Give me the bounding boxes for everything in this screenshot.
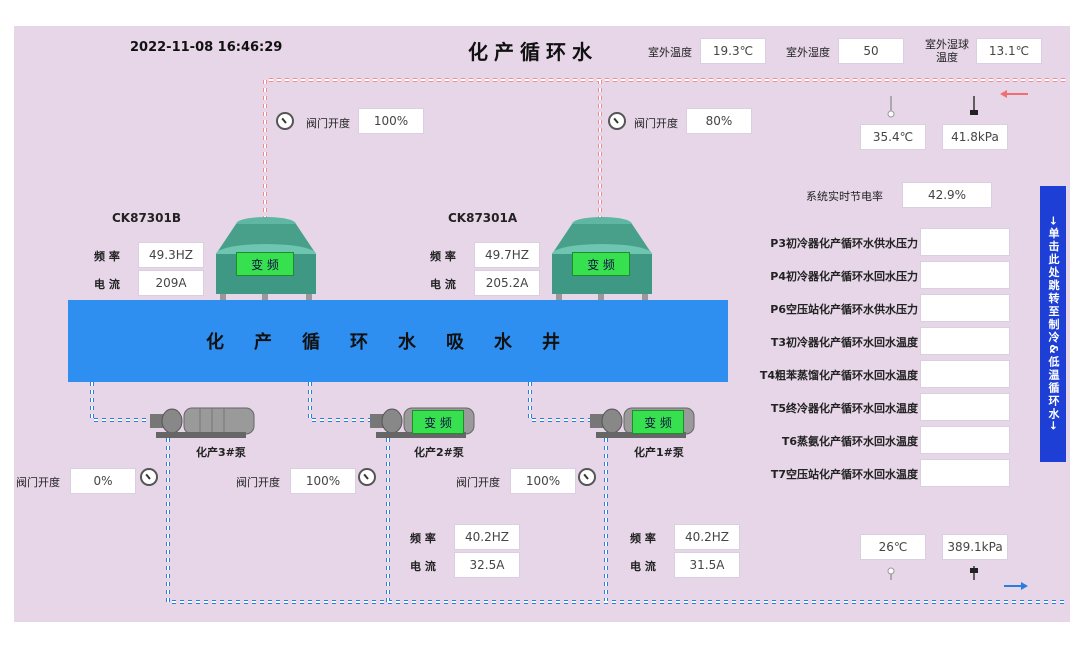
pump-1-valve-label: 阀门开度 (456, 476, 500, 489)
pump-1-current-value: 31.5A (674, 552, 740, 578)
pump-2-freq-label: 频 率 (410, 532, 436, 545)
wet-bulb-value: 13.1℃ (976, 38, 1042, 64)
saving-rate-value: 42.9% (902, 182, 992, 208)
tower-a-name: CK87301A (448, 211, 518, 225)
sensor-label: T7空压站化产循环水回水温度 (770, 468, 918, 481)
gauge-icon (608, 112, 626, 130)
pump-2-current-value: 32.5A (454, 552, 520, 578)
sensor-label: P3初冷器化产循环水供水压力 (770, 237, 918, 250)
gauge-icon (358, 468, 376, 486)
pump-3-valve-label: 阀门开度 (16, 476, 60, 489)
tower-b-valve-value: 100% (358, 108, 424, 134)
pump-3-name: 化产3#泵 (196, 446, 246, 459)
jump-button-label: →单击此处跳转至制冷&低温循环水→ (1047, 215, 1060, 433)
saving-rate-label: 系统实时节电率 (806, 190, 883, 203)
suction-well: 化产循环水吸水井 (68, 300, 728, 382)
arrow-icon (1000, 90, 1028, 98)
pump-2-valve-value: 100% (290, 468, 356, 494)
tower-a-valve-value: 80% (686, 108, 752, 134)
tower-b-name: CK87301B (112, 211, 181, 225)
pump-1-freq-label: 频 率 (630, 532, 656, 545)
pump-2-freq-value: 40.2HZ (454, 524, 520, 550)
tower-b-freq-value: 49.3HZ (138, 242, 204, 268)
thermometer-icon (887, 96, 895, 118)
tower-b-current-label: 电 流 (94, 278, 120, 291)
sensor-value (920, 426, 1010, 454)
pump-2-name: 化产2#泵 (414, 446, 464, 459)
tower-b-vfd-tag[interactable]: 变 频 (236, 252, 294, 276)
pump-1-valve-value: 100% (510, 468, 576, 494)
tower-a-vfd-tag[interactable]: 变 频 (572, 252, 630, 276)
pump-1-vfd-tag[interactable]: 变 频 (632, 410, 684, 434)
sensor-value (920, 393, 1010, 421)
gauge-icon (578, 468, 596, 486)
tower-b-valve-label: 阀门开度 (306, 117, 350, 130)
sensor-value (920, 294, 1010, 322)
outdoor-temp-value: 19.3℃ (700, 38, 766, 64)
sensor-value (920, 459, 1010, 487)
jump-to-chiller-button[interactable]: →单击此处跳转至制冷&低温循环水→ (1040, 186, 1066, 462)
pump-1-current-label: 电 流 (630, 560, 656, 573)
pump-1-freq-value: 40.2HZ (674, 524, 740, 550)
supply-pressure-value: 41.8kPa (942, 124, 1008, 150)
gauge-icon (140, 468, 158, 486)
pump-2-valve-label: 阀门开度 (236, 476, 280, 489)
sensor-label: P6空压站化产循环水供水压力 (770, 303, 918, 316)
sensor-value (920, 261, 1010, 289)
outdoor-humidity-value: 50 (838, 38, 904, 64)
sensor-label: T5终冷器化产循环水回水温度 (770, 402, 918, 415)
return-temp-value: 26℃ (860, 534, 926, 560)
return-pressure-value: 389.1kPa (942, 534, 1008, 560)
page-title: 化产循环水 (468, 40, 598, 64)
pump-2-current-label: 电 流 (410, 560, 436, 573)
suction-well-label: 化产循环水吸水井 (206, 332, 590, 353)
pressure-sensor-icon (970, 566, 978, 580)
tower-b-current-value: 209A (138, 270, 204, 296)
sensor-label: T3初冷器化产循环水回水温度 (770, 336, 918, 349)
sensor-value (920, 228, 1010, 256)
pump-1-name: 化产1#泵 (634, 446, 684, 459)
tower-a-current-label: 电 流 (430, 278, 456, 291)
gauge-icon (276, 112, 294, 130)
sensor-label: P4初冷器化产循环水回水压力 (770, 270, 918, 283)
sensor-value (920, 327, 1010, 355)
outdoor-humidity-label: 室外湿度 (786, 46, 830, 59)
tower-b-freq-label: 频 率 (94, 250, 120, 263)
pump-2-vfd-tag[interactable]: 变 频 (412, 410, 464, 434)
pump-3-valve-value: 0% (70, 468, 136, 494)
sensor-label: T6蒸氨化产循环水回水温度 (781, 435, 918, 448)
supply-temp-value: 35.4℃ (860, 124, 926, 150)
datetime: 2022-11-08 16:46:29 (130, 40, 283, 55)
pressure-sensor-icon (970, 96, 978, 115)
outdoor-temp-label: 室外温度 (648, 46, 692, 59)
pump-3[interactable] (150, 402, 262, 442)
arrow-icon (1004, 582, 1028, 590)
wet-bulb-label: 室外湿球温度 (925, 38, 969, 64)
tower-a-current-value: 205.2A (474, 270, 540, 296)
sensor-value (920, 360, 1010, 388)
sensor-label: T4粗苯蒸馏化产循环水回水温度 (759, 369, 918, 382)
tower-a-freq-label: 频 率 (430, 250, 456, 263)
tower-a-freq-value: 49.7HZ (474, 242, 540, 268)
thermometer-icon (887, 567, 895, 580)
tower-a-valve-label: 阀门开度 (634, 117, 678, 130)
